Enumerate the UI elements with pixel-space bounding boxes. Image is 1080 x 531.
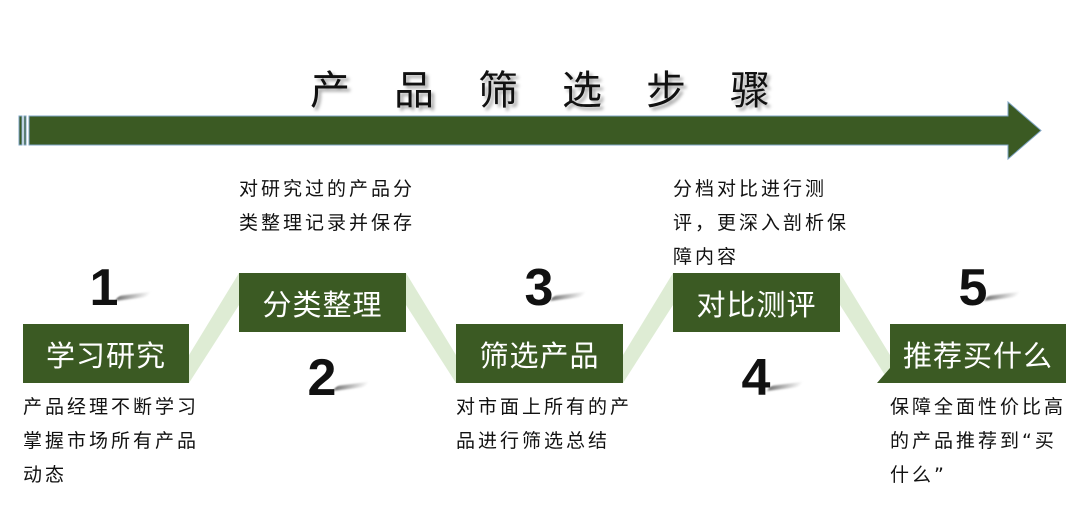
step-5-description: 保障全面性价比高的产品推荐到“买什么” bbox=[890, 396, 1067, 486]
step-2-description: 对研究过的产品分类整理记录并保存 bbox=[239, 178, 416, 234]
step-5-label: 推荐买什么 bbox=[902, 338, 1053, 373]
step-2-box: 分类整理 bbox=[239, 273, 406, 332]
step-4-number: 4 bbox=[741, 349, 771, 407]
step-3-number: 3 bbox=[524, 259, 554, 317]
step-2-label: 分类整理 bbox=[262, 287, 383, 322]
step-3-box: 筛选产品 bbox=[456, 324, 623, 383]
step-2-number: 2 bbox=[307, 349, 337, 407]
page-title: 产品筛选步骤 bbox=[310, 68, 814, 114]
step-5-number: 5 bbox=[958, 259, 988, 317]
step-1-label: 学习研究 bbox=[45, 338, 166, 373]
step-3-description: 对市面上所有的产品进行筛选总结 bbox=[456, 396, 633, 452]
step-5-box: 推荐买什么 bbox=[890, 324, 1066, 383]
step-4-description: 分档对比进行测评，更深入剖析保障内容 bbox=[673, 178, 850, 268]
step-4-label: 对比测评 bbox=[696, 287, 817, 322]
step-1-box: 学习研究 bbox=[23, 324, 189, 383]
step-1-description: 产品经理不断学习掌握市场所有产品动态 bbox=[23, 396, 200, 486]
timeline-arrow-icon bbox=[18, 100, 1042, 161]
step-4-box: 对比测评 bbox=[673, 273, 840, 332]
step-1-number: 1 bbox=[89, 259, 119, 317]
step-3-label: 筛选产品 bbox=[479, 338, 600, 373]
